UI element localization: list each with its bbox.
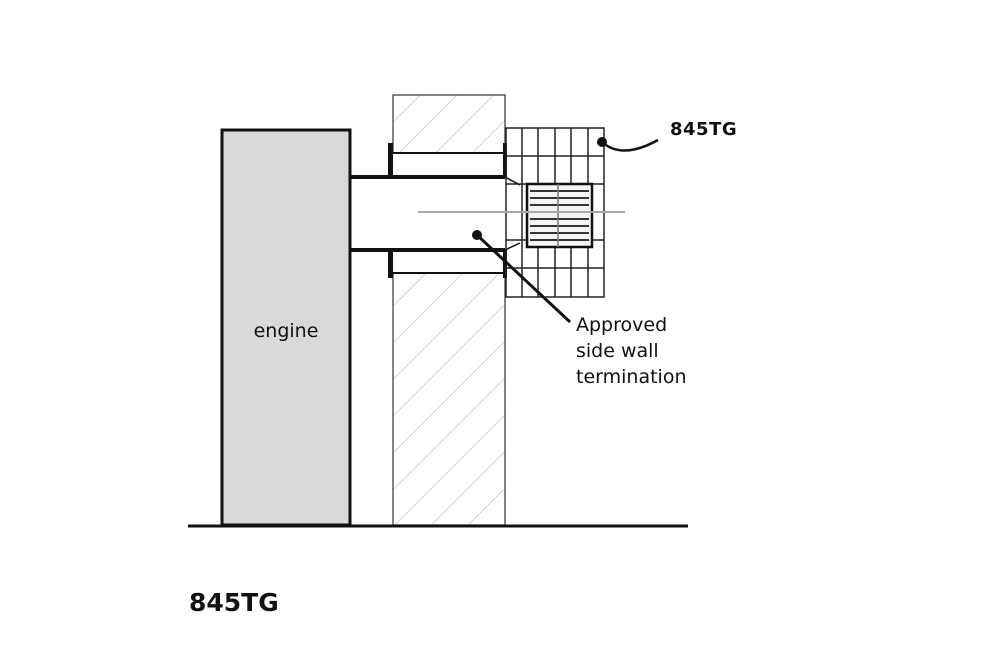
termination-louver (525, 182, 594, 249)
leader-termination (472, 230, 572, 324)
termination-callout-line: Approved (576, 314, 668, 336)
wall (392, 94, 506, 526)
product-callout: 845TG (670, 119, 738, 140)
termination-callout-line: termination (576, 366, 687, 388)
wall-upper (392, 94, 506, 154)
termination-callout: Approved side wall termination (576, 312, 686, 390)
wall-lower (392, 272, 506, 526)
vent-pipe (350, 143, 521, 278)
engine-label: engine (253, 320, 319, 342)
engine-box (220, 128, 352, 527)
figure-caption: 845TG (189, 588, 279, 617)
leader-845tg (597, 137, 659, 152)
termination-callout-line: side wall (576, 340, 659, 362)
